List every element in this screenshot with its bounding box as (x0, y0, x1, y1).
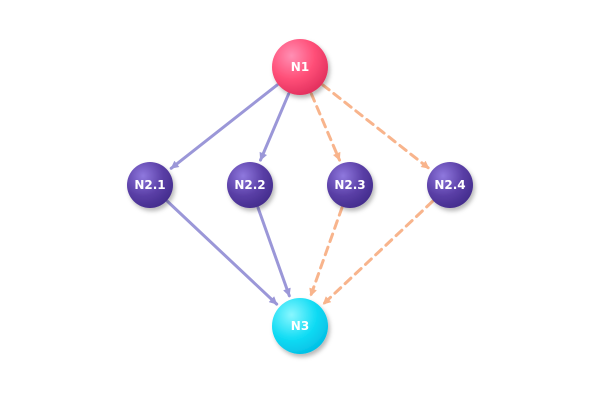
edge-n24-to-n3 (321, 199, 434, 306)
node-n21: N2.1 (127, 162, 173, 208)
node-label-n23: N2.3 (334, 178, 365, 192)
node-label-n3: N3 (291, 319, 309, 333)
node-circle-n23 (327, 162, 373, 208)
node-n3: N3 (272, 298, 328, 354)
node-circle-n24 (427, 162, 473, 208)
node-label-n21: N2.1 (134, 178, 165, 192)
node-circle-n21 (127, 162, 173, 208)
edge-n21-to-n3 (166, 199, 279, 306)
node-label-n24: N2.4 (434, 178, 465, 192)
node-n22: N2.2 (227, 162, 273, 208)
node-circle-n1 (272, 39, 328, 95)
node-label-n22: N2.2 (234, 178, 265, 192)
edge-n1-to-n24 (321, 83, 431, 170)
edge-n22-to-n3 (256, 206, 291, 298)
node-circle-n22 (227, 162, 273, 208)
edge-n1-to-n21 (169, 83, 279, 170)
edge-n1-to-n23 (309, 92, 341, 162)
node-n1: N1 (272, 39, 328, 95)
edge-n23-to-n3 (309, 206, 344, 298)
edge-n1-to-n22 (259, 92, 291, 162)
node-n23: N2.3 (327, 162, 373, 208)
node-label-n1: N1 (291, 60, 309, 74)
node-n24: N2.4 (427, 162, 473, 208)
edges-layer (166, 83, 434, 306)
node-circle-n3 (272, 298, 328, 354)
